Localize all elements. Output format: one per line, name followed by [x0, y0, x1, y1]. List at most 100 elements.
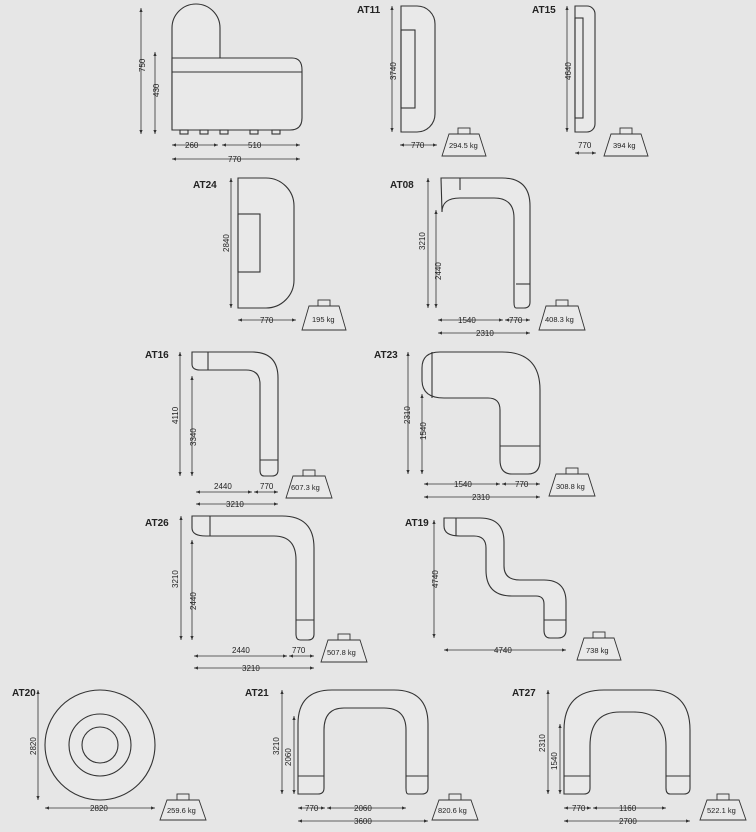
width-b-label: 770: [292, 646, 306, 655]
module-code: AT27: [512, 688, 536, 699]
length-total-label: 3210: [418, 232, 427, 250]
weight-badge: 820.6 kg: [431, 793, 479, 821]
module-code: AT16: [145, 350, 169, 361]
weight-badge: 738 kg: [576, 631, 622, 661]
module-outline: [563, 689, 691, 795]
module-code: AT21: [245, 688, 269, 699]
length-total-label: 3210: [171, 570, 180, 588]
width-label: 770: [260, 316, 274, 325]
width-gap-label: 1160: [619, 804, 637, 813]
width-a-label: 770: [305, 804, 319, 813]
module-code: AT24: [193, 180, 217, 191]
module-at24: AT24 2840 770 195 kg: [193, 177, 347, 331]
length-label: 3740: [389, 62, 398, 80]
module-outline: [574, 5, 596, 133]
feet: [179, 129, 281, 135]
width-a-label: 2440: [232, 646, 250, 655]
width-a-label: 770: [572, 804, 586, 813]
total-width-label: 770: [228, 155, 242, 164]
width-a-label: 1540: [454, 480, 472, 489]
module-at08: AT08 3210 2440 1540 770 2310 408.3 kg: [390, 177, 586, 338]
length-label: 4740: [431, 570, 440, 588]
width-gap-label: 2060: [354, 804, 372, 813]
module-code: AT11: [357, 5, 381, 16]
svg-text:308.8 kg: 308.8 kg: [556, 482, 585, 491]
weight-badge: 394 kg: [603, 127, 649, 157]
width-total-label: 2310: [472, 493, 490, 502]
module-outline: [440, 177, 531, 309]
length-inner-label: 2440: [189, 592, 198, 610]
module-outline: [421, 351, 541, 475]
svg-text:294.5 kg: 294.5 kg: [449, 141, 478, 150]
module-code: AT23: [374, 350, 398, 361]
diameter-h-label: 2820: [90, 804, 108, 813]
module-code: AT19: [405, 518, 429, 529]
svg-text:738 kg: 738 kg: [586, 646, 609, 655]
module-code: AT26: [145, 518, 169, 529]
svg-text:195 kg: 195 kg: [312, 315, 335, 324]
seat-height-label: 430: [152, 83, 161, 97]
height-total-label: 3210: [272, 737, 281, 755]
module-at11: AT11 3740 770 294.5 kg: [357, 5, 487, 157]
length-label: 4640: [564, 62, 573, 80]
svg-text:507.8 kg: 507.8 kg: [327, 648, 356, 657]
module-outline: [191, 515, 315, 641]
width-label: 4740: [494, 646, 512, 655]
module-at21: AT21 3210 2060 770 2060 3600 820.6 kg: [245, 688, 479, 826]
diameter-v-label: 2820: [29, 737, 38, 755]
module-at16: AT16 4110 3340 2440 770 3210 607.3 kg: [145, 350, 333, 509]
width-b-label: 770: [509, 316, 523, 325]
module-outline: [237, 177, 295, 309]
length-inner-label: 3340: [189, 428, 198, 446]
width-b-label: 770: [260, 482, 274, 491]
weight-badge: 607.3 kg: [285, 469, 333, 499]
length-total-label: 4110: [171, 406, 180, 424]
back-width-label: 260: [185, 141, 199, 150]
height-inner-label: 1540: [550, 752, 559, 770]
weight-badge: 408.3 kg: [538, 299, 586, 331]
svg-text:820.6 kg: 820.6 kg: [438, 806, 467, 815]
width-label: 770: [411, 141, 425, 150]
length-inner-label: 1540: [419, 422, 428, 440]
weight-badge: 308.8 kg: [548, 467, 596, 497]
module-outline: [44, 689, 156, 801]
module-outline: [297, 689, 429, 795]
module-at23: AT23 2310 1540 1540 770 2310 308.8 kg: [374, 350, 596, 502]
svg-text:607.3 kg: 607.3 kg: [291, 483, 320, 492]
module-code: AT08: [390, 180, 414, 191]
width-total-label: 3210: [242, 664, 260, 673]
weight-badge: 259.6 kg: [159, 793, 207, 821]
module-at27: AT27 2310 1540 770 1160 2700 522.1 kg: [512, 688, 747, 826]
weight-badge: 507.8 kg: [320, 633, 368, 663]
svg-text:408.3 kg: 408.3 kg: [545, 315, 574, 324]
module-code: AT15: [532, 5, 556, 16]
length-inner-label: 2440: [434, 262, 443, 280]
width-label: 770: [578, 141, 592, 150]
module-outline: [400, 5, 436, 133]
width-a-label: 2440: [214, 482, 232, 491]
backrest-shape: [171, 3, 221, 120]
svg-text:259.6 kg: 259.6 kg: [167, 806, 196, 815]
length-label: 2840: [222, 234, 231, 252]
width-a-label: 1540: [458, 316, 476, 325]
module-side-view: 750 430 260 510 770: [138, 3, 303, 164]
weight-badge: 195 kg: [301, 299, 347, 331]
module-outline: [191, 351, 279, 477]
length-total-label: 2310: [403, 406, 412, 424]
module-at15: AT15 4640 770 394 kg: [532, 5, 649, 157]
svg-text:522.1 kg: 522.1 kg: [707, 806, 736, 815]
width-total-label: 2310: [476, 329, 494, 338]
height-inner-label: 2060: [284, 748, 293, 766]
height-total-label: 2310: [538, 734, 547, 752]
weight-badge: 522.1 kg: [699, 793, 747, 821]
module-code: AT20: [12, 688, 36, 699]
width-total-label: 3210: [226, 500, 244, 509]
module-at20: AT20 2820 2820 259.6 kg: [12, 688, 207, 821]
height-total-label: 750: [138, 58, 147, 72]
width-total-label: 3600: [354, 817, 372, 826]
seat-width-label: 510: [248, 141, 262, 150]
width-b-label: 770: [515, 480, 529, 489]
svg-text:394 kg: 394 kg: [613, 141, 636, 150]
module-at19: AT19 4740 4740 738 kg: [405, 517, 622, 661]
